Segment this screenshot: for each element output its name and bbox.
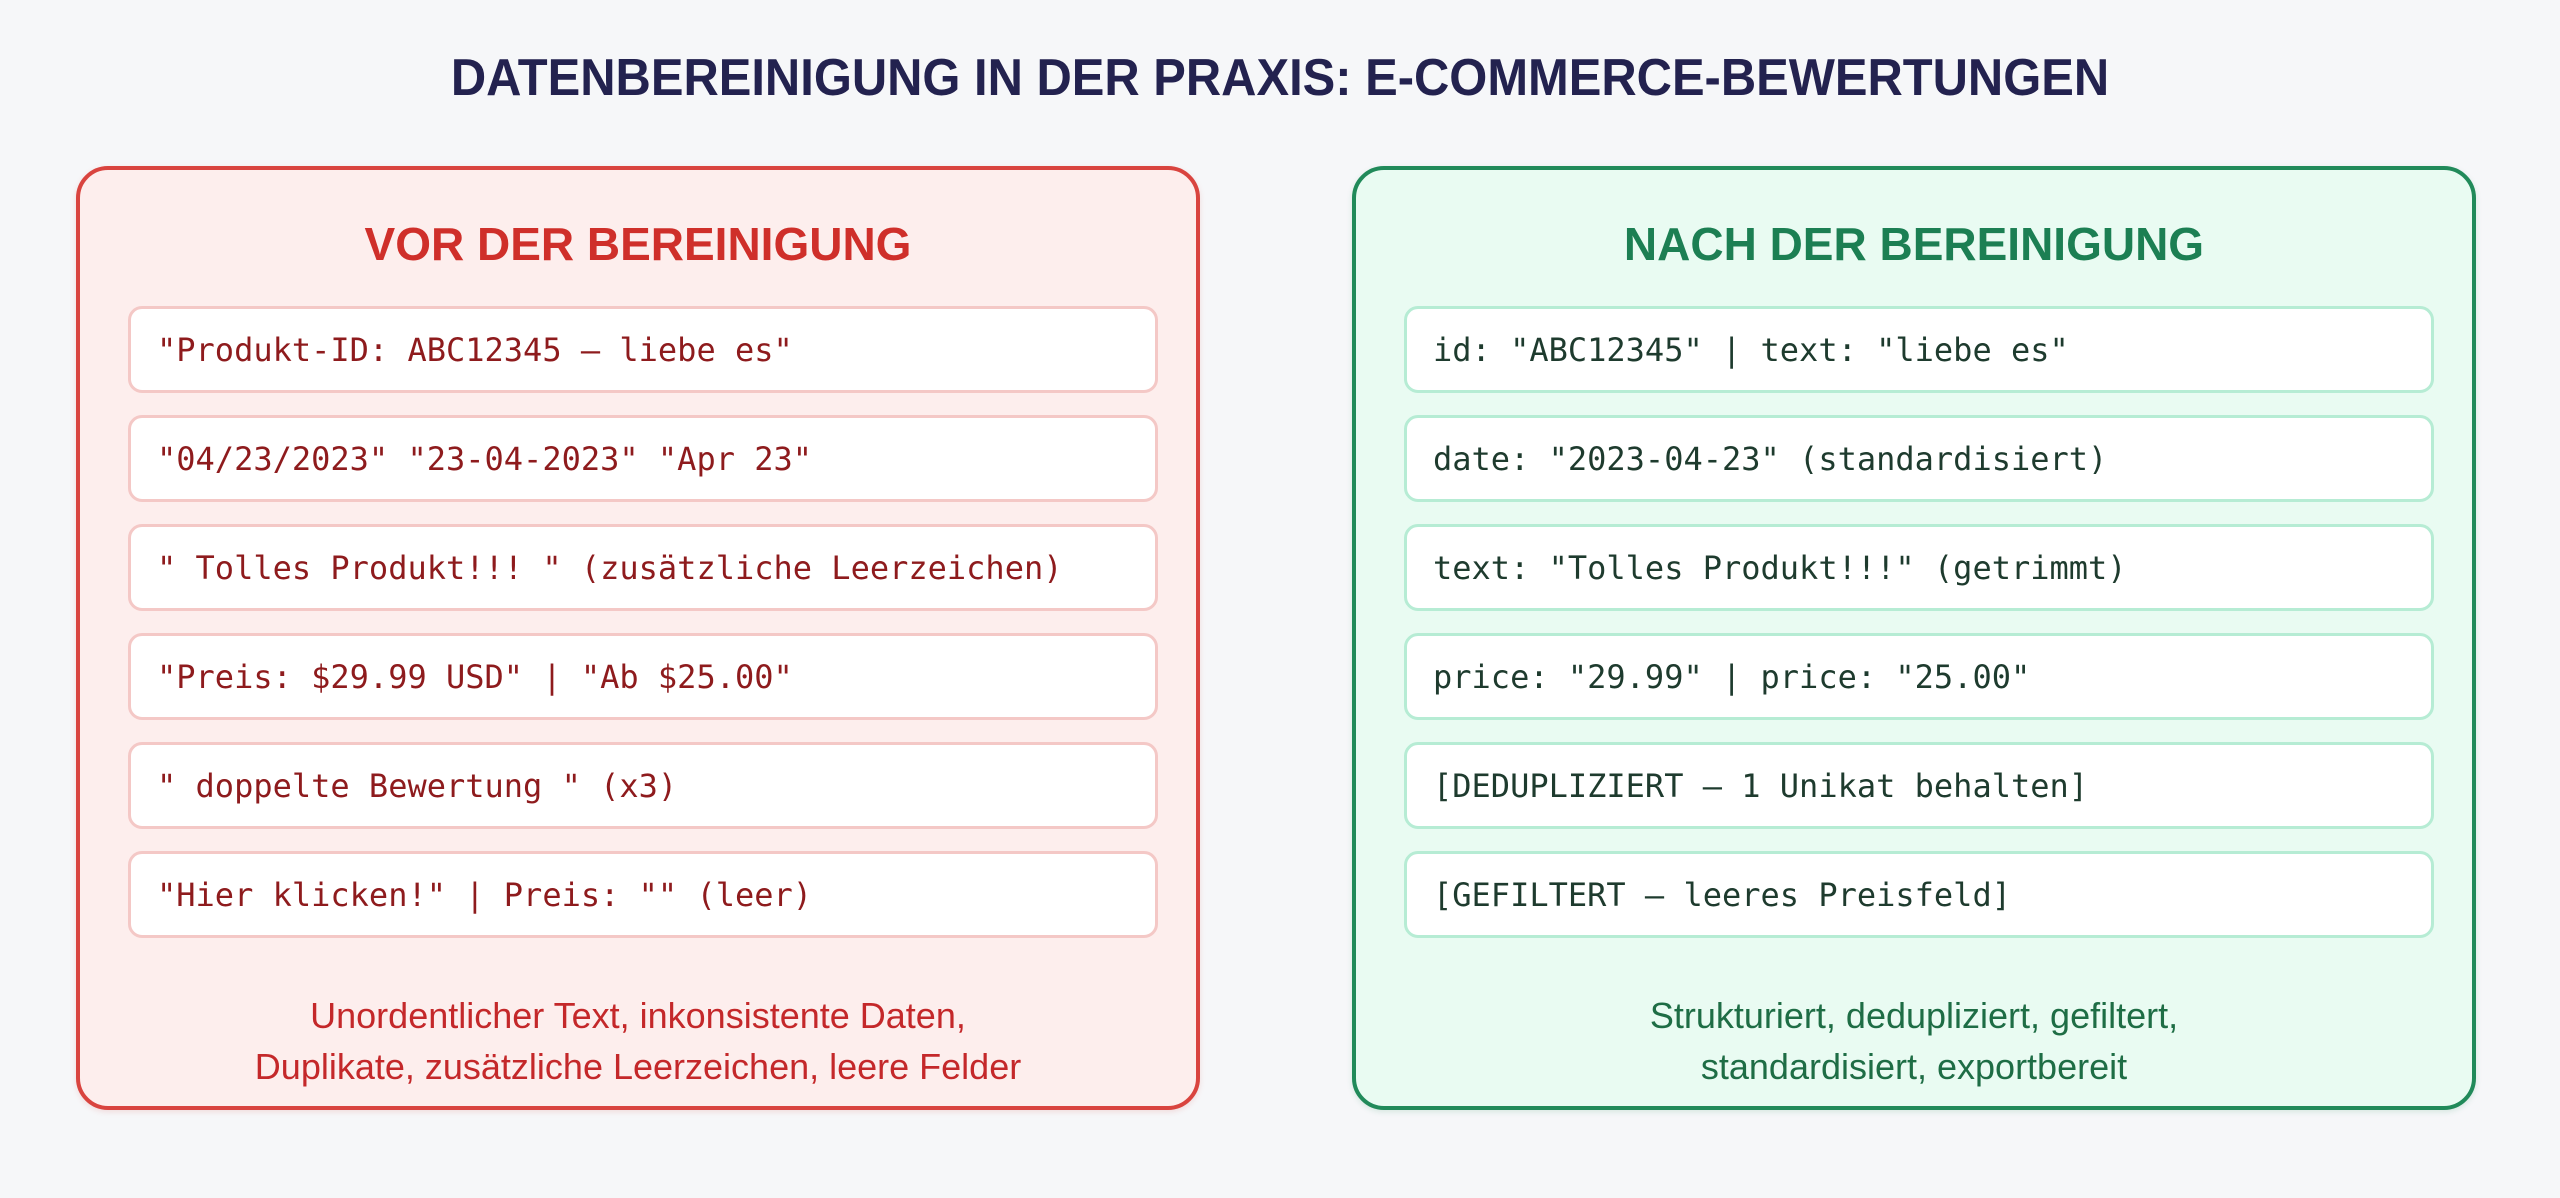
before-panel-title: VOR DER BEREINIGUNG <box>364 218 912 270</box>
before-row-prices: "Preis: $29.99 USD" | "Ab $25.00" <box>128 633 1158 720</box>
after-rows-list: id: "ABC12345" | text: "liebe es" date: … <box>1404 306 2434 960</box>
after-panel-summary: Strukturiert, dedupliziert, gefiltert, s… <box>1356 990 2472 1092</box>
before-row-duplicates: " doppelte Bewertung " (x3) <box>128 742 1158 829</box>
after-summary-line-2: standardisiert, exportbereit <box>1700 1046 2128 1087</box>
after-cleaning-panel: NACH DER BEREINIGUNG id: "ABC12345" | te… <box>1352 166 2476 1110</box>
before-summary-line-1: Unordentlicher Text, inkonsistente Daten… <box>310 995 966 1036</box>
before-summary-line-2: Duplikate, zusätzliche Leerzeichen, leer… <box>254 1046 1022 1087</box>
after-row-prices: price: "29.99" | price: "25.00" <box>1404 633 2434 720</box>
after-row-deduplicated: [DEDUPLIZIERT – 1 Unikat behalten] <box>1404 742 2434 829</box>
after-row-filtered: [GEFILTERT – leeres Preisfeld] <box>1404 851 2434 938</box>
before-row-dates: "04/23/2023" "23-04-2023" "Apr 23" <box>128 415 1158 502</box>
before-rows-list: "Produkt-ID: ABC12345 – liebe es" "04/23… <box>128 306 1158 960</box>
after-row-id-text: id: "ABC12345" | text: "liebe es" <box>1404 306 2434 393</box>
before-row-whitespace: " Tolles Produkt!!! " (zusätzliche Leerz… <box>128 524 1158 611</box>
page-title: DATENBEREINIGUNG IN DER PRAXIS: E-COMMER… <box>450 49 2110 107</box>
after-row-date: date: "2023-04-23" (standardisiert) <box>1404 415 2434 502</box>
after-row-trimmed-text: text: "Tolles Produkt!!!" (getrimmt) <box>1404 524 2434 611</box>
before-row-product-id: "Produkt-ID: ABC12345 – liebe es" <box>128 306 1158 393</box>
before-cleaning-panel: VOR DER BEREINIGUNG "Produkt-ID: ABC1234… <box>76 166 1200 1110</box>
before-row-empty-field: "Hier klicken!" | Preis: "" (leer) <box>128 851 1158 938</box>
after-panel-title: NACH DER BEREINIGUNG <box>1623 218 2205 270</box>
after-summary-line-1: Strukturiert, dedupliziert, gefiltert, <box>1649 995 2179 1036</box>
before-panel-summary: Unordentlicher Text, inkonsistente Daten… <box>80 990 1196 1092</box>
